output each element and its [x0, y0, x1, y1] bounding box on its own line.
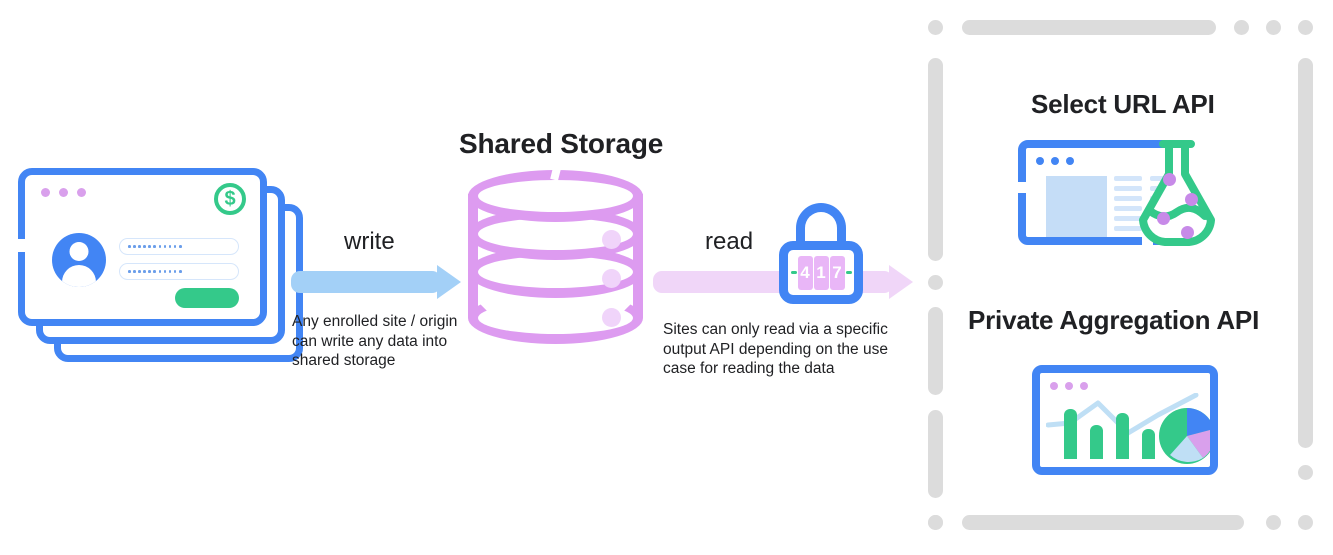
panel-dash-dot	[1234, 20, 1249, 35]
bar-3	[1116, 413, 1129, 459]
shared-storage-title: Shared Storage	[459, 128, 664, 159]
write-arrow-shaft	[291, 271, 441, 293]
flask-particle	[1157, 212, 1170, 225]
password-field-2[interactable]	[119, 263, 239, 280]
analytics-dashboard-icon	[1032, 365, 1218, 475]
write-label: write	[344, 228, 395, 255]
panel-dash	[1298, 58, 1313, 448]
cylinder-data-dot	[602, 230, 621, 249]
panel-dash	[962, 515, 1244, 530]
window-edge-notch	[1142, 237, 1153, 245]
window-dot-icon	[1065, 382, 1073, 390]
window-edge-notch	[1128, 467, 1140, 475]
text-lines-group	[1114, 176, 1142, 231]
panel-dash-dot	[928, 515, 943, 530]
write-arrow-head	[437, 265, 461, 299]
window-dot-icon	[1036, 157, 1044, 165]
bar-4	[1142, 429, 1155, 459]
private-aggregation-api-illustration	[1032, 365, 1218, 475]
browser-card-front: $	[18, 168, 267, 326]
output-apis-panel	[922, 10, 1318, 546]
shared-storage-cylinder-icon	[468, 163, 643, 344]
browser-window-icon	[1018, 140, 1178, 245]
lock-body: 4 1 7	[779, 241, 863, 304]
cylinder-data-dot	[602, 269, 621, 288]
combination-lock-icon: 4 1 7	[779, 203, 863, 304]
browser-window-stack: $	[18, 168, 303, 363]
write-caption: Any enrolled site / origin can write any…	[292, 313, 458, 369]
flask-particle	[1181, 226, 1194, 239]
lock-dial-2: 1	[813, 255, 829, 290]
lock-dash-left	[790, 270, 797, 275]
panel-dash	[928, 58, 943, 261]
window-dots	[1036, 157, 1074, 165]
window-dot-icon	[1050, 382, 1058, 390]
pie-chart	[1159, 408, 1210, 464]
panel-dash	[928, 307, 943, 395]
panel-dash-dot	[1266, 20, 1281, 35]
panel-dash-dot	[1298, 20, 1313, 35]
content-block	[1046, 176, 1107, 237]
password-field-1[interactable]	[119, 238, 239, 255]
window-dots	[1050, 382, 1088, 390]
select-url-api-title: Select URL API	[1031, 89, 1215, 119]
avatar-head	[69, 242, 89, 261]
lock-shackle	[796, 203, 846, 255]
window-edge-notch	[1018, 182, 1026, 193]
read-caption: Sites can only read via a specific outpu…	[663, 321, 888, 377]
read-arrow-head	[889, 265, 913, 299]
dollar-circle-icon: $	[214, 183, 246, 215]
cylinder-side	[468, 194, 643, 318]
private-aggregation-api-title: Private Aggregation API	[968, 305, 1260, 335]
submit-button[interactable]	[175, 288, 239, 308]
panel-dash-dot	[1298, 465, 1313, 480]
panel-dash-dot	[1298, 515, 1313, 530]
window-dot-icon	[1066, 157, 1074, 165]
bar-1	[1064, 409, 1077, 459]
flask-icon	[1123, 136, 1231, 249]
bar-2	[1090, 425, 1103, 459]
user-avatar-icon	[52, 233, 106, 287]
window-dot-icon	[59, 188, 68, 197]
panel-dash	[962, 20, 1216, 35]
avatar-body	[62, 265, 96, 287]
cylinder-data-dot	[602, 308, 621, 327]
flask-particle	[1185, 193, 1198, 206]
panel-dash	[928, 410, 943, 498]
window-dot-icon	[41, 188, 50, 197]
panel-dash-dot	[1266, 515, 1281, 530]
read-label: read	[705, 228, 754, 255]
window-dot-icon	[77, 188, 86, 197]
lock-dial-3: 7	[829, 255, 845, 290]
window-dot-icon	[1051, 157, 1059, 165]
window-dots	[41, 188, 86, 197]
panel-dash-dot	[928, 275, 943, 290]
lock-dash-right	[845, 270, 852, 275]
flask-particle	[1163, 173, 1176, 186]
select-url-api-illustration	[1018, 140, 1230, 250]
panel-dash-dot	[928, 20, 943, 35]
card-edge-notch	[18, 239, 25, 252]
window-dot-icon	[1080, 382, 1088, 390]
lock-dial-1: 4	[797, 255, 813, 290]
